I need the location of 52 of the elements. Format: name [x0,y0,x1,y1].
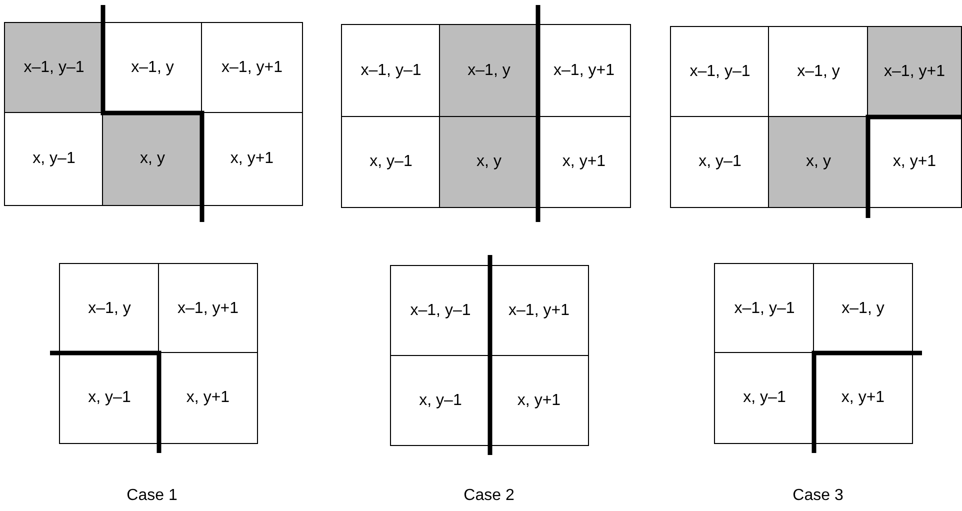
cell-label: x–1, y [88,300,131,318]
grid-cell [768,26,869,118]
cell-label: x–1, y+1 [222,59,282,77]
grid-cell [4,112,104,206]
cell-label: x, y–1 [88,389,131,407]
cell-label: x–1, y–1 [690,63,750,81]
grid-cell [59,263,160,354]
cell-label: x, y [806,153,831,171]
cell-label: x–1, y+1 [554,62,614,80]
cell-label: x, y+1 [841,389,885,407]
grid-cell [158,263,258,354]
cell-label: x, y–1 [32,150,76,168]
case-caption: Case 1 [126,487,178,505]
cell-label: x–1, y [468,62,510,80]
cell-label: x, y–1 [698,153,742,171]
cell-label: x, y–1 [743,389,786,407]
grid-cell [390,265,491,357]
grid-cell [201,22,303,114]
shaded-grid-cell [439,116,539,208]
grid-cell [341,116,441,208]
cell-label: x, y [140,150,165,168]
cell-label: x–1, y+1 [178,300,238,318]
cell-label: x–1, y [842,300,884,318]
cell-label: x–1, y–1 [734,300,795,318]
cell-label: x–1, y–1 [24,59,84,77]
cell-label: x, y–1 [419,392,462,410]
cell-label: x, y+1 [892,153,936,171]
cell-label: x, y+1 [186,389,230,407]
cell-label: x–1, y–1 [410,302,471,320]
grid-cell [341,24,441,118]
cell-label: x, y–1 [370,153,412,171]
grid-cell [390,355,491,446]
case-caption: Case 3 [792,487,844,505]
shaded-grid-cell [4,22,104,114]
cell-label: x–1, y [797,63,840,81]
grid-cell [670,26,770,118]
case-caption: Case 2 [464,487,514,505]
cell-label: x, y [476,153,502,171]
cell-label: x, y+1 [562,153,606,171]
cell-label: x, y+1 [517,392,561,410]
shaded-grid-cell [768,116,869,208]
cell-label: x–1, y+1 [508,302,570,320]
shaded-grid-cell [867,26,962,118]
grid-cell [714,352,815,444]
cell-label: x–1, y [131,59,174,77]
cell-label: x, y+1 [230,150,274,168]
shaded-grid-cell [439,24,539,118]
grid-cell [670,116,770,208]
cell-label: x–1, y–1 [360,62,422,80]
cell-label: x–1, y+1 [884,63,945,81]
grid-cell [813,263,913,354]
grid-cell [714,263,815,354]
